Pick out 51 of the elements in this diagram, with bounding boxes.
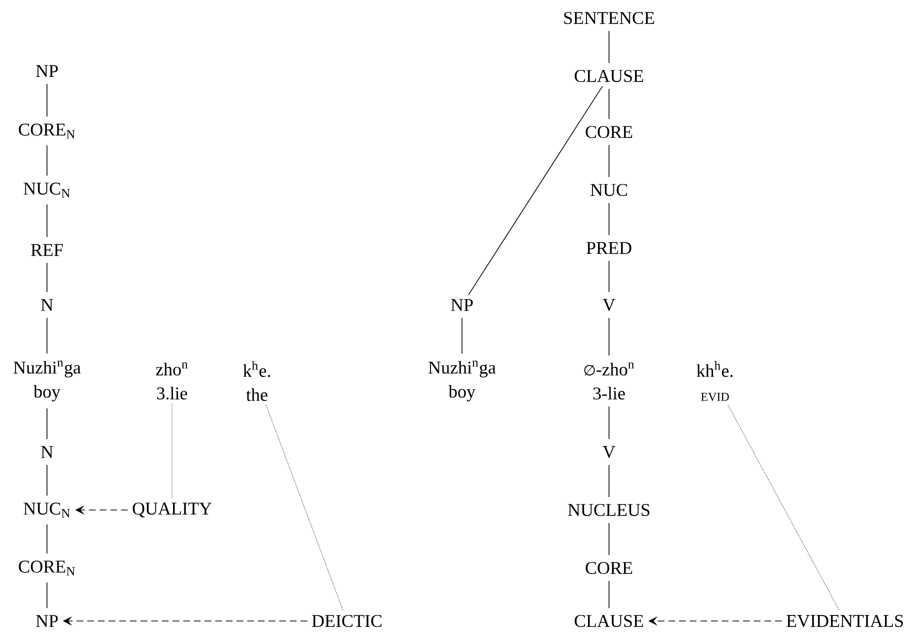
category-label: CORE$_{N}$ [18,124,75,138]
word-gloss-label: ∅-zho$^{n}$ 3-lie [584,362,634,400]
word-gloss-label: zho$^{n}$ 3.lie [156,362,188,400]
category-label: REF [31,244,63,256]
category-label: N [41,299,54,311]
tree-branch [608,260,610,292]
category-label: NP [36,65,58,77]
tree-branch [46,524,48,554]
leader-line [728,404,840,611]
category-label: NP [451,299,473,311]
category-label: QUALITY [132,502,212,518]
tree-branch [608,30,610,64]
tree-branch [46,204,48,238]
category-label: N [41,446,54,458]
category-label: EVIDENTIALS [786,614,903,628]
word-gloss-label: Nuzhi$^{n}$ga boy [14,360,81,402]
tree-branch [608,88,610,120]
category-label: NUCLEUS [568,504,650,516]
tree-branch [608,144,610,178]
tree-branch [608,464,610,498]
tree-branch [608,202,610,236]
category-label: V [602,298,616,312]
category-label: DEICTIC [312,614,382,628]
tree-branch [608,318,610,356]
leader-line [266,404,344,612]
category-label: CORE$_{N}$ [18,560,75,576]
category-label: NUC$_{N}$ [24,182,70,198]
category-label: CLAUSE [574,70,644,82]
category-label: PRED [586,242,632,254]
category-label: NUC$_{N}$ [24,502,70,518]
tree-branch [608,580,610,608]
word-gloss-label: kh$^{h}$e. EVID [696,361,733,401]
tree-branch [468,86,603,296]
tree-branch [46,408,48,440]
tree-branch [46,262,48,293]
tree-branch [46,83,48,118]
word-gloss-label: k$^{h}$e. the [243,361,270,401]
tree-branch [46,144,48,176]
tree-branch [608,522,610,556]
category-label: CORE [586,562,632,574]
word-gloss-label: Nuzhi$^{n}$ga boy [428,360,496,402]
category-label: CORE [586,126,632,138]
tree-branch [46,317,48,354]
tree-branch [608,406,610,440]
tree-branch [46,464,48,496]
category-label: NUC [590,184,628,196]
category-label: CLAUSE [574,614,644,628]
category-label: V [602,446,616,458]
category-label: NP [36,615,58,627]
tree-branch [46,582,48,609]
category-label: SENTENCE [564,12,654,24]
